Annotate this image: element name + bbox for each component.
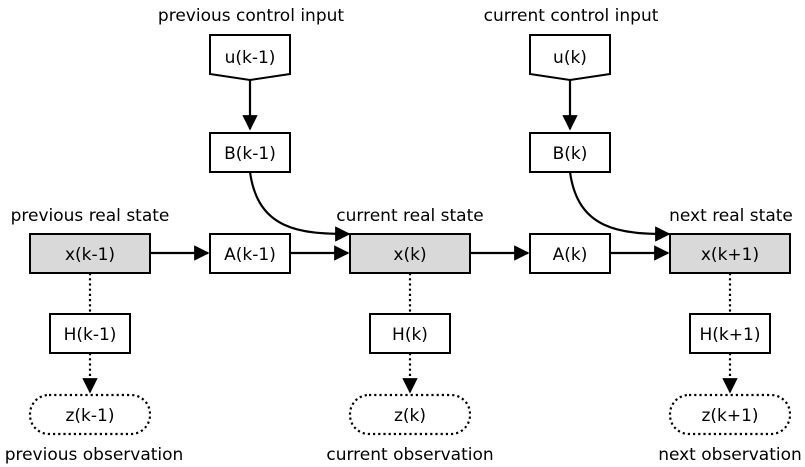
node-h-next-label: H(k+1)	[700, 325, 761, 345]
node-b-curr: B(k)	[529, 132, 611, 173]
node-h-next: H(k+1)	[689, 313, 771, 354]
node-b-prev: B(k-1)	[209, 132, 291, 173]
label-prev-state: previous real state	[11, 206, 170, 226]
node-h-prev-label: H(k-1)	[64, 325, 117, 345]
node-z-prev-label: z(k-1)	[66, 406, 115, 426]
node-z-curr: z(k)	[348, 393, 472, 436]
label-prev-obs: previous observation	[5, 445, 184, 465]
node-h-curr: H(k)	[369, 313, 451, 354]
node-z-curr-label: z(k)	[394, 406, 426, 426]
node-x-prev: x(k-1)	[29, 233, 151, 274]
label-curr-obs: current observation	[326, 445, 493, 465]
node-a-prev: A(k-1)	[209, 233, 291, 274]
node-h-curr-label: H(k)	[392, 325, 428, 345]
node-x-next: x(k+1)	[669, 233, 791, 274]
node-x-next-label: x(k+1)	[701, 245, 759, 265]
node-z-next: z(k+1)	[668, 393, 792, 436]
edge-b-curr-to-x-next	[568, 171, 671, 242]
label-curr-control: current control input	[484, 6, 659, 26]
node-u-curr-label: u(k)	[553, 48, 587, 68]
node-h-prev: H(k-1)	[49, 313, 131, 354]
node-a-curr-label: A(k)	[553, 245, 588, 265]
label-next-obs: next observation	[658, 445, 802, 465]
edge-b-prev-to-x-curr	[248, 171, 351, 242]
node-z-prev: z(k-1)	[28, 393, 152, 436]
label-prev-control: previous control input	[158, 6, 344, 26]
node-z-next-label: z(k+1)	[701, 406, 758, 426]
node-a-prev-label: A(k-1)	[224, 245, 276, 265]
node-u-prev-label: u(k-1)	[225, 48, 276, 68]
node-x-curr: x(k)	[349, 233, 471, 274]
label-next-state: next real state	[669, 206, 793, 226]
node-a-curr: A(k)	[529, 233, 611, 274]
node-u-curr: u(k)	[529, 34, 611, 82]
node-x-prev-label: x(k-1)	[65, 245, 115, 265]
node-b-prev-label: B(k-1)	[224, 144, 276, 164]
node-b-curr-label: B(k)	[553, 144, 588, 164]
node-u-prev: u(k-1)	[209, 34, 291, 82]
label-curr-state: current real state	[336, 206, 483, 226]
node-x-curr-label: x(k)	[393, 245, 426, 265]
edges	[82, 80, 738, 394]
